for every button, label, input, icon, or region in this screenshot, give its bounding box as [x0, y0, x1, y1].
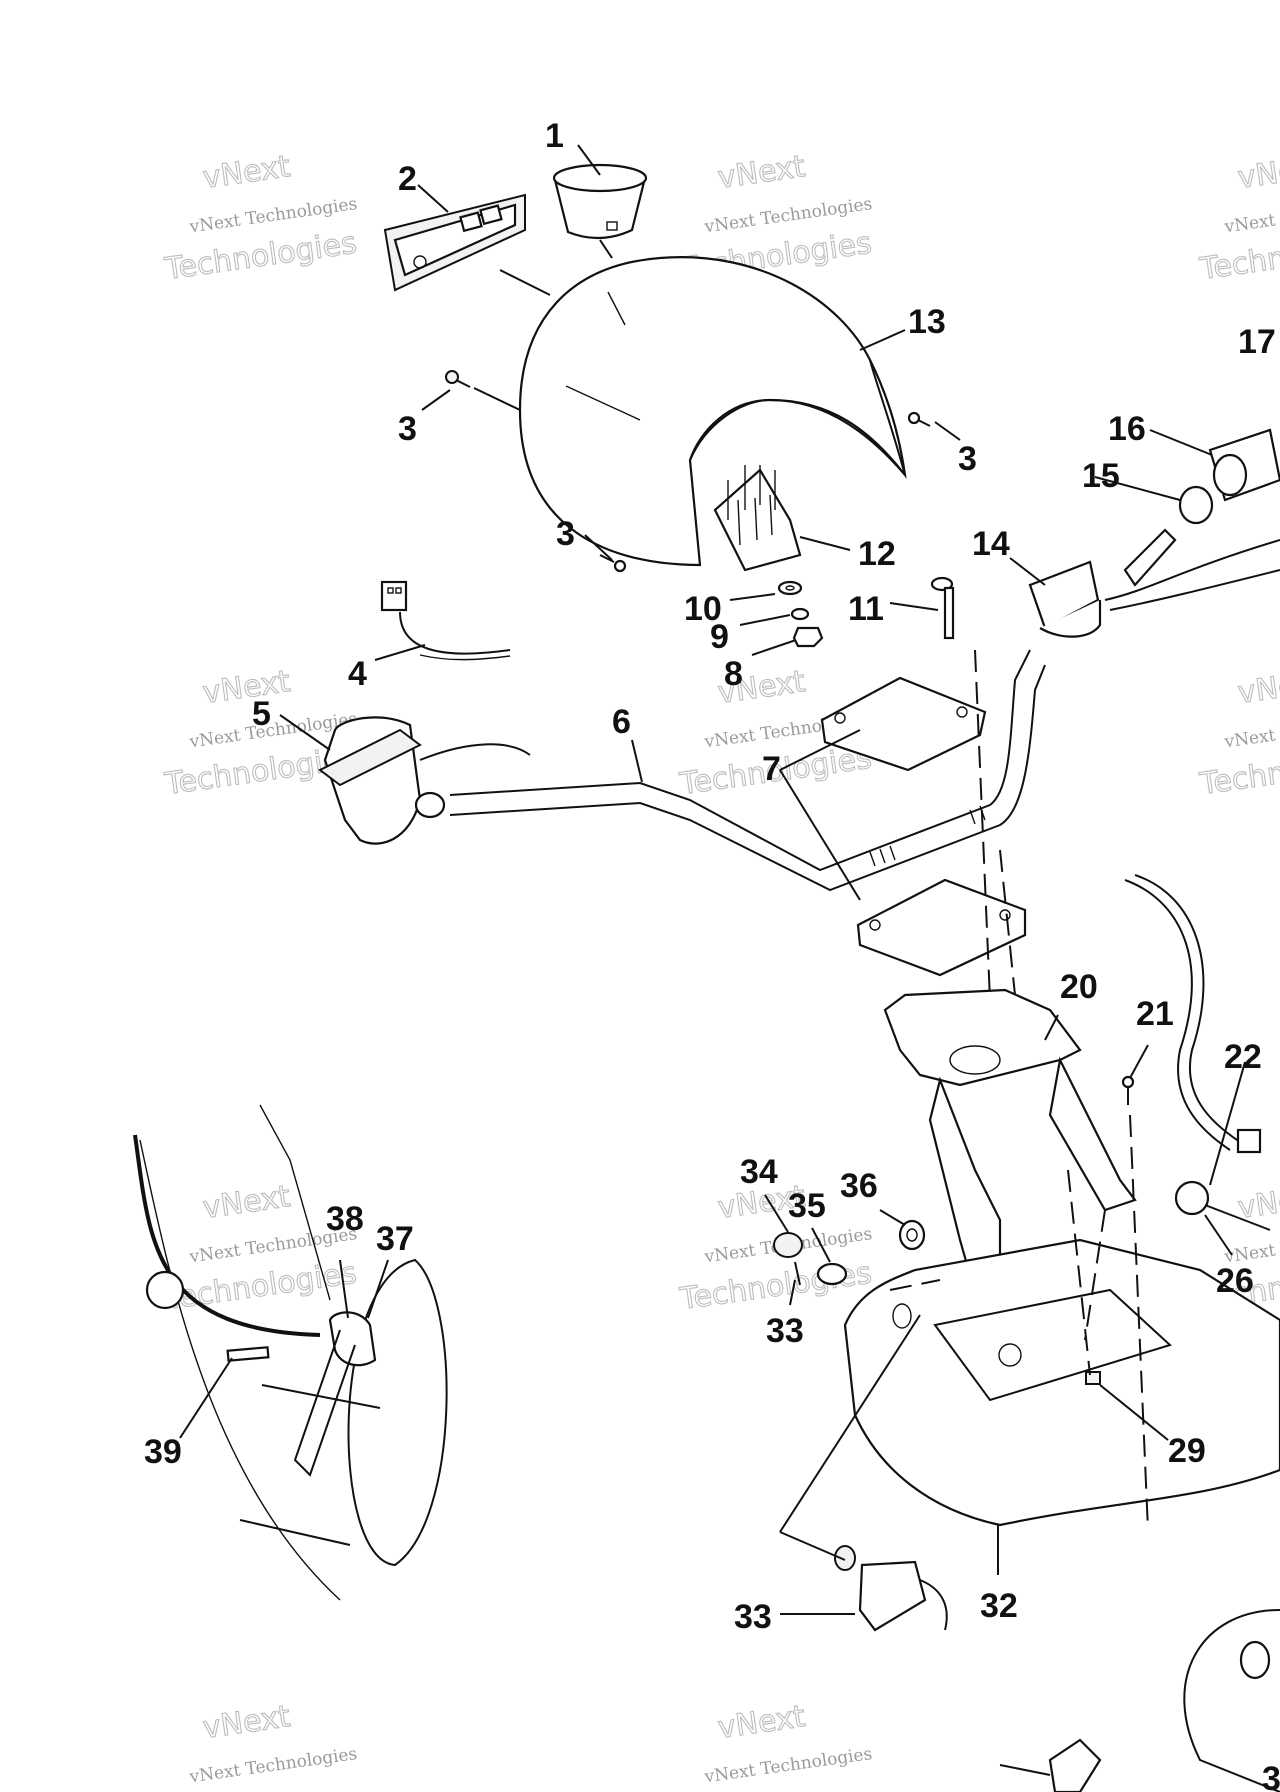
part-39-bolt — [226, 1346, 270, 1362]
part-13-headlight-cowl — [518, 256, 907, 567]
part-3-screw — [445, 370, 471, 388]
watermark-text: vNext Technologies — [1222, 1224, 1280, 1267]
callouts: 1 2 3 3 3 4 5 6 7 8 9 10 11 12 13 14 15 … — [144, 117, 1280, 1792]
callout-33: 33 — [766, 1312, 804, 1350]
part-12-connector — [713, 465, 802, 572]
part-3-screw — [599, 554, 627, 573]
part-11-bolt — [930, 576, 955, 640]
part-1-gauge-cup — [552, 163, 648, 240]
part-35-washer — [816, 1262, 848, 1286]
callout-14: 14 — [972, 525, 1010, 563]
watermark-text: vNext — [716, 149, 808, 196]
detail-circle — [1183, 1609, 1280, 1792]
part-10-washer — [777, 580, 803, 596]
watermark-text: vNext Technologies — [702, 1744, 873, 1787]
part-33-ignition-switch — [834, 1545, 948, 1632]
brake-line — [133, 1134, 321, 1337]
callout-13: 13 — [908, 303, 946, 341]
watermark-text: vNext Technologies — [187, 1744, 358, 1787]
callout-20: 20 — [1060, 968, 1098, 1006]
part-34-knob — [773, 1232, 803, 1286]
callout-12: 12 — [858, 535, 896, 573]
part-4-wire-connector — [380, 580, 511, 661]
callout-6: 6 — [612, 703, 631, 741]
part-9-lock-washer — [790, 607, 810, 621]
leader-lines — [179, 144, 1246, 1776]
part-14-master-cylinder — [1028, 528, 1280, 638]
callout-17: 17 — [1238, 323, 1276, 361]
callout-8: 8 — [724, 655, 743, 693]
part-20-mounting-bracket — [883, 988, 1137, 1277]
callout-1: 1 — [545, 117, 564, 155]
part-7-upper-clamp — [820, 676, 987, 772]
part-26-sprocket — [1174, 1180, 1271, 1231]
part-38-caliper — [239, 1311, 381, 1546]
callout-4: 4 — [348, 655, 367, 693]
callout-2: 2 — [398, 160, 417, 198]
watermark-text: vNext — [1236, 664, 1280, 711]
callout-11: 11 — [848, 590, 884, 628]
watermark-text: vNext Technologies — [1222, 194, 1280, 237]
callout-16: 16 — [1108, 410, 1146, 448]
part-22-wiring — [1124, 874, 1262, 1154]
watermark-text: vNext — [716, 1699, 808, 1746]
callout-34: 34 — [740, 1153, 778, 1191]
callout-39: 39 — [144, 1433, 182, 1471]
part-32-lower-housing — [843, 1238, 1280, 1527]
callout-21: 21 — [1136, 995, 1174, 1033]
callout-38: 38 — [326, 1200, 364, 1238]
watermark-text: vNext — [201, 664, 293, 711]
callout-9: 9 — [710, 618, 729, 656]
watermark-text: vNext Technologies — [1222, 709, 1280, 752]
callout-3: 3 — [958, 440, 977, 478]
part-15-spacer — [1178, 485, 1214, 525]
callout-3: 3 — [398, 410, 417, 448]
watermark-text: vNext — [201, 1699, 293, 1746]
part-2-light-assembly — [383, 193, 526, 292]
watermark-text: vNext — [1236, 149, 1280, 196]
callout-15: 15 — [1082, 457, 1120, 495]
callout-10: 10 — [684, 590, 722, 628]
part-21-bolt — [1121, 1075, 1135, 1105]
callout-35: 35 — [788, 1187, 826, 1225]
watermark-text: vNext — [201, 1179, 293, 1226]
part-29-screw — [1085, 1371, 1101, 1385]
callout-3: 3 — [556, 515, 575, 553]
callout-33: 33 — [734, 1598, 772, 1636]
callout-5: 5 — [252, 695, 271, 733]
part-16-throttle-housing — [1208, 428, 1280, 502]
callout-32: 32 — [980, 1587, 1018, 1625]
watermark-text: vNext — [201, 149, 293, 196]
callout-22: 22 — [1224, 1038, 1262, 1076]
callout-37: 37 — [376, 1220, 414, 1258]
part-3-screw — [907, 411, 931, 427]
clip-part — [1048, 1738, 1102, 1792]
callout-36: 36 — [840, 1167, 878, 1205]
part-7-lower-clamp — [856, 878, 1027, 977]
callout-29: 29 — [1168, 1432, 1206, 1470]
part-36-bushing — [898, 1219, 926, 1251]
part-8-nut — [792, 626, 824, 648]
part-6-handlebar — [449, 649, 1046, 892]
part-5-left-control — [318, 716, 531, 845]
callout-7: 7 — [762, 750, 781, 788]
callout-26: 26 — [1216, 1262, 1254, 1300]
part-37-brake-disc — [139, 1104, 448, 1601]
callout-3: 3 — [1262, 1760, 1280, 1792]
